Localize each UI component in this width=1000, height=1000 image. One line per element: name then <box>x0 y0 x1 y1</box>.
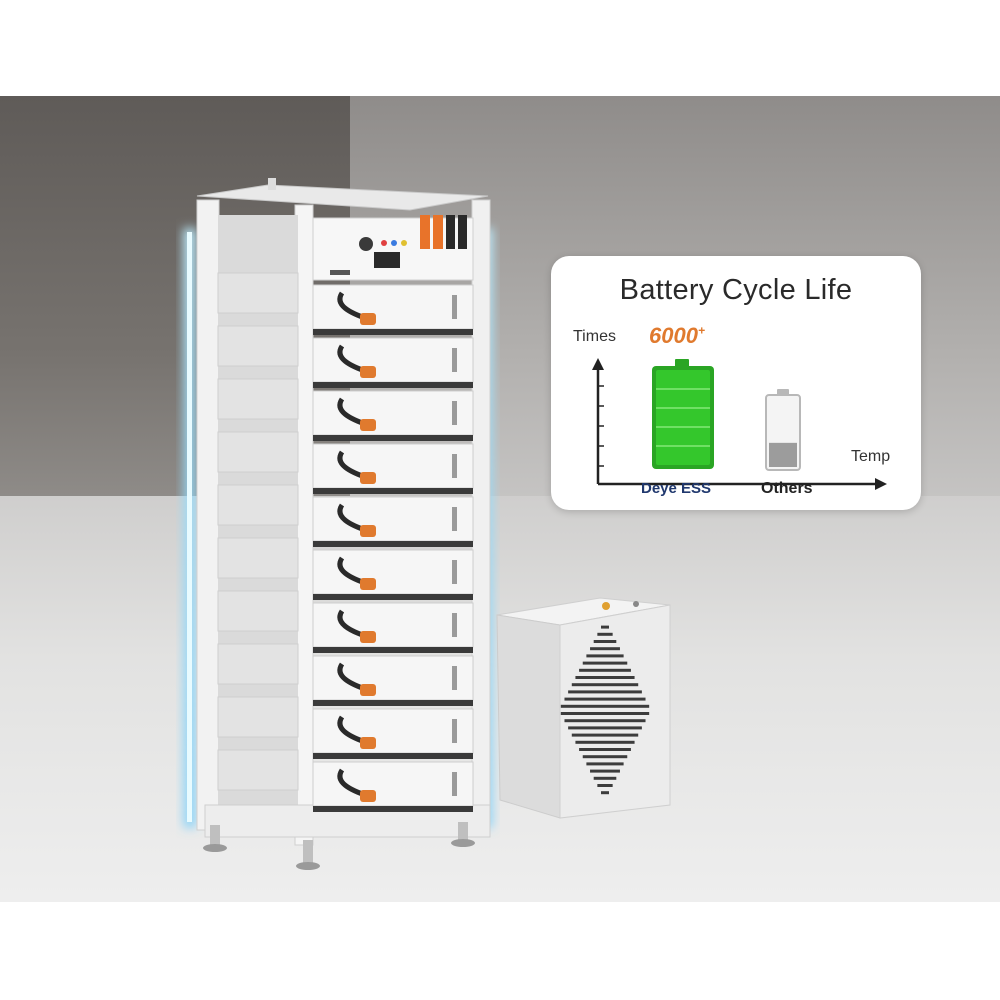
battery-module <box>217 643 474 706</box>
vent-slot <box>568 690 642 694</box>
vent-slot <box>590 769 620 773</box>
battery-module <box>217 378 474 441</box>
battery-module <box>217 749 474 812</box>
battery-module <box>217 272 474 335</box>
vent-slot <box>601 791 609 795</box>
battery-cycle-life-card: Battery Cycle Life <box>551 256 921 510</box>
battery-module <box>217 484 474 547</box>
brand-label: Deye ESS <box>641 480 712 497</box>
y-axis-label: Times <box>573 328 616 345</box>
vent-slot <box>582 755 628 759</box>
vent-slot <box>601 625 609 629</box>
vent-slot <box>597 784 613 787</box>
vent-slot <box>568 726 642 730</box>
vent-slot <box>597 632 613 636</box>
battery-module <box>217 431 474 494</box>
card-title: Battery Cycle Life <box>619 274 853 306</box>
vent-slot <box>575 676 635 679</box>
vent-slot <box>586 762 624 766</box>
cycle-count-value: 6000+ <box>649 323 705 348</box>
vent-slot <box>571 683 639 687</box>
vent-slot <box>590 647 620 651</box>
battery-module-stack <box>217 272 474 812</box>
vent-slot <box>586 654 624 658</box>
vent-slot <box>560 712 650 715</box>
battery-module <box>217 537 474 600</box>
vent-slot <box>560 704 650 708</box>
cycle-life-axes <box>592 358 887 490</box>
x-axis-label: Temp <box>851 448 891 465</box>
battery-module <box>217 325 474 388</box>
others-battery-icon <box>765 389 801 471</box>
side-cabinet <box>496 597 671 819</box>
vent-slot <box>582 661 628 665</box>
vent-slot <box>593 776 617 780</box>
battery-module <box>217 696 474 759</box>
vent-slot <box>579 748 631 751</box>
control-module <box>312 215 474 281</box>
battery-module <box>217 590 474 653</box>
vent-slot <box>564 719 646 723</box>
vent-slot <box>564 697 646 701</box>
vent-slot <box>575 740 635 744</box>
vent-slot <box>571 733 639 737</box>
comparison-label: Others <box>761 480 813 497</box>
deye-battery-icon <box>652 359 714 469</box>
vent-slot <box>593 640 617 643</box>
vent-slot <box>579 668 631 672</box>
cabinet-vent-grille <box>560 625 650 795</box>
